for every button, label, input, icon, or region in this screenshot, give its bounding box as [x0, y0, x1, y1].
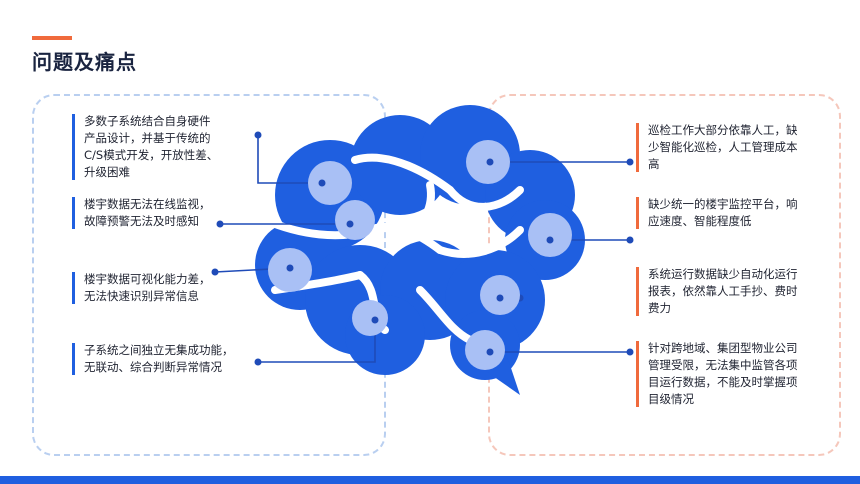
left-item-2-line-1: 楼宇数据无法在线监视，	[84, 197, 211, 211]
right-item-2: 缺少统一的楼宇监控平台，响 应速度、智能程度低	[636, 196, 798, 230]
right-item-4: 针对跨地域、集团型物业公司 管理受限，无法集中监管各项 目运行数据，不能及时掌握…	[636, 340, 798, 408]
right-item-1: 巡检工作大部分依靠人工，缺 少智能化巡检，人工管理成本 高	[636, 122, 798, 173]
right-item-4-line-4: 目级情况	[648, 392, 694, 406]
right-item-1-line-3: 高	[648, 157, 660, 171]
left-item-4: 子系统之间独立无集成功能， 无联动、综合判断异常情况	[72, 342, 234, 376]
bottom-bar	[0, 476, 860, 484]
node-left-2	[335, 200, 375, 240]
left-item-3: 楼宇数据可视化能力差， 无法快速识别异常信息	[72, 271, 211, 305]
right-item-3-line-2: 报表，依然靠人工手抄、费时	[648, 284, 798, 298]
left-item-2-line-2: 故障预警无法及时感知	[84, 214, 199, 228]
right-item-2-line-2: 应速度、智能程度低	[648, 214, 752, 228]
right-item-3-line-1: 系统运行数据缺少自动化运行	[648, 267, 798, 281]
right-item-4-line-2: 管理受限，无法集中监管各项	[648, 358, 798, 372]
left-item-1-line-2: 产品设计，并基于传统的	[84, 131, 211, 145]
right-item-4-line-1: 针对跨地域、集团型物业公司	[648, 341, 798, 355]
right-item-3: 系统运行数据缺少自动化运行 报表，依然靠人工手抄、费时 费力	[636, 266, 798, 317]
node-left-1	[308, 161, 352, 205]
right-item-1-line-1: 巡检工作大部分依靠人工，缺	[648, 123, 798, 137]
left-item-1-line-1: 多数子系统结合自身硬件	[84, 114, 211, 128]
connector-dots	[211, 131, 634, 366]
left-item-4-line-2: 无联动、综合判断异常情况	[84, 360, 222, 374]
right-item-1-line-2: 少智能化巡检，人工管理成本	[648, 140, 798, 154]
left-item-1-line-4: 升级困难	[84, 165, 130, 179]
right-item-3-line-3: 费力	[648, 301, 671, 315]
left-item-1-line-3: C/S模式开发，开放性差、	[84, 148, 219, 162]
left-item-2: 楼宇数据无法在线监视， 故障预警无法及时感知	[72, 196, 211, 230]
node-right-2	[528, 213, 572, 257]
left-item-3-line-2: 无法快速识别异常信息	[84, 289, 199, 303]
node-left-4	[352, 300, 388, 336]
left-item-3-line-1: 楼宇数据可视化能力差，	[84, 272, 211, 286]
left-item-4-line-1: 子系统之间独立无集成功能，	[84, 343, 234, 357]
right-item-2-line-1: 缺少统一的楼宇监控平台，响	[648, 197, 798, 211]
left-item-1: 多数子系统结合自身硬件 产品设计，并基于传统的 C/S模式开发，开放性差、 升级…	[72, 113, 218, 181]
brain-nodes	[268, 140, 572, 370]
title-accent-bar	[32, 36, 72, 40]
node-right-3	[480, 275, 520, 315]
node-right-4	[465, 330, 505, 370]
right-item-4-line-3: 目运行数据，不能及时掌握项	[648, 375, 798, 389]
page-title: 问题及痛点	[32, 50, 137, 74]
node-right-1	[466, 140, 510, 184]
node-left-3	[268, 248, 312, 292]
